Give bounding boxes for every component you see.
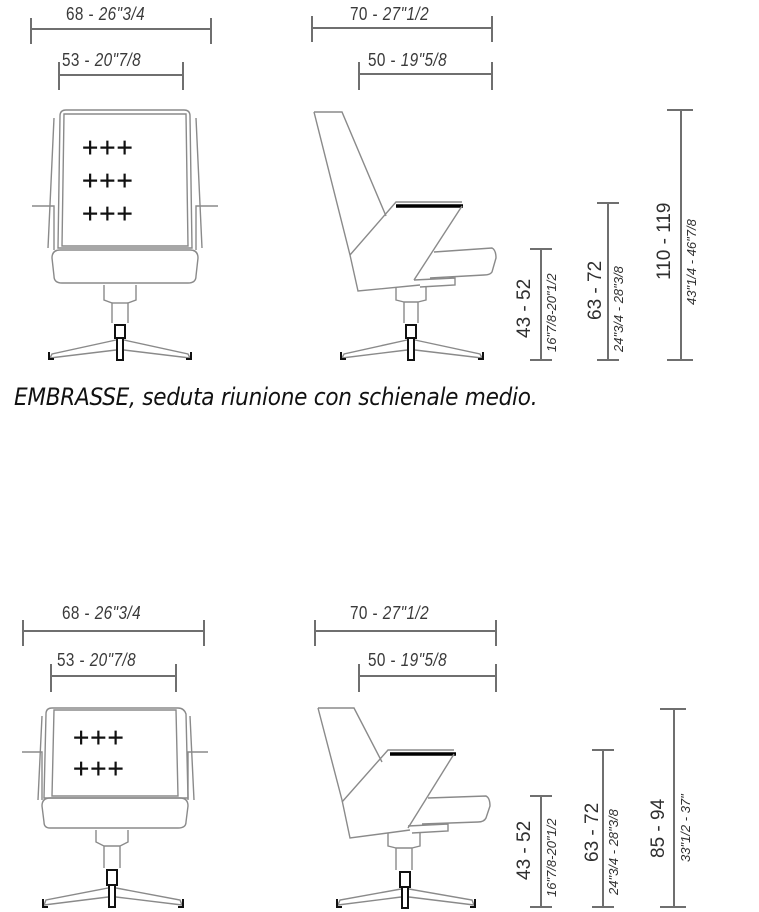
height-cm-label: 63 - 72 <box>582 802 603 862</box>
height-cm-label: 43 - 52 <box>514 278 535 338</box>
chair-side-view-drawing <box>317 707 491 909</box>
tufting-row: +++ <box>82 165 134 196</box>
chair-side-view-drawing <box>313 111 497 361</box>
chair-front-view-drawing <box>22 707 208 908</box>
model-caption: EMBRASSE, seduta riunione con schienale … <box>14 383 538 411</box>
height-inch-label: 33"1/2 - 37" <box>678 794 693 862</box>
height-inch-label: 16"7/8-20"1/2 <box>544 273 559 352</box>
dimension-label: 70 - 27"1/2 <box>350 603 430 623</box>
height-inch-label: 43"1/4 - 46"7/8 <box>684 219 699 305</box>
tufting-row: +++ <box>73 722 125 753</box>
dimension-label: 68 - 26"3/4 <box>66 4 146 24</box>
tufting-row: +++ <box>82 132 134 163</box>
height-inch-label: 24"3/4 - 28"3/8 <box>611 266 626 352</box>
height-cm-label: 110 - 119 <box>654 202 675 280</box>
height-cm-label: 85 - 94 <box>648 798 669 858</box>
dimension-label: 50 - 19"5/8 <box>368 650 448 670</box>
chair-front-view-drawing <box>32 109 218 361</box>
height-cm-label: 43 - 52 <box>514 820 535 880</box>
height-inch-label: 16"7/8-20"1/2 <box>544 818 559 897</box>
dimension-label: 68 - 26"3/4 <box>62 603 142 623</box>
dimension-label: 53 - 20"7/8 <box>57 650 137 670</box>
height-inch-label: 24"3/4 - 28"3/8 <box>606 809 621 895</box>
dimension-label: 50 - 19"5/8 <box>368 50 448 70</box>
tufting-row: +++ <box>82 198 134 229</box>
dimension-label: 70 - 27"1/2 <box>350 4 430 24</box>
dimension-label: 53 - 20"7/8 <box>62 50 142 70</box>
height-cm-label: 63 - 72 <box>585 260 606 320</box>
tufting-row: +++ <box>73 753 125 784</box>
